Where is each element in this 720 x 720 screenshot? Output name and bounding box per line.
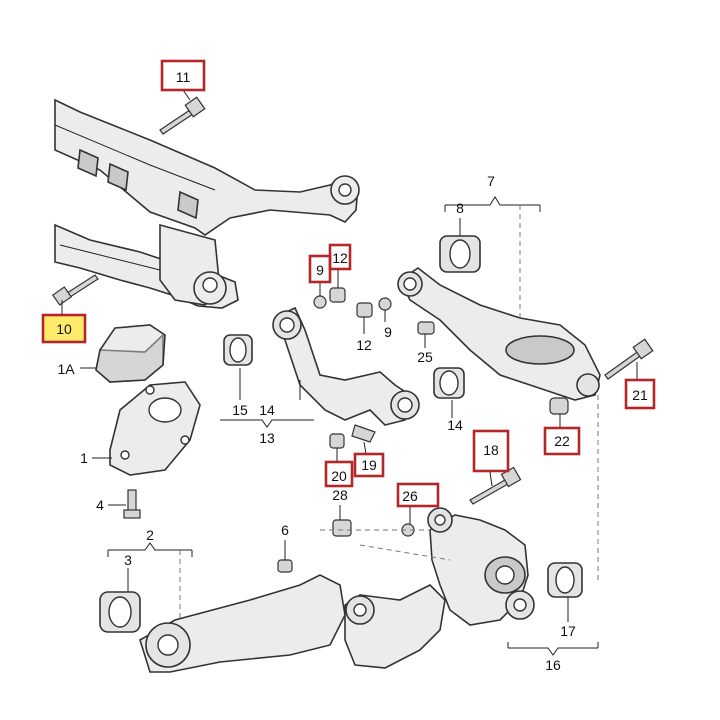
highlight-20: [324, 460, 354, 488]
bolt-4: [108, 489, 141, 519]
nut-22: [549, 397, 569, 428]
bolt-28: [332, 505, 352, 537]
label-13: 13: [259, 430, 275, 446]
highlight-10-fill: [43, 315, 85, 342]
lower-arm-2: [99, 542, 346, 673]
label-1: 1: [80, 450, 88, 466]
label-12-lower: 12: [356, 337, 372, 353]
label-22: 22: [554, 433, 570, 449]
bracket-1: [92, 381, 201, 476]
bolt-10: [51, 274, 99, 315]
label-26: 26: [402, 488, 418, 504]
label-14-right: 14: [447, 417, 463, 433]
bolt-6: [277, 540, 293, 573]
highlight-22: [543, 426, 581, 456]
label-17: 17: [560, 623, 576, 639]
label-21: 21: [632, 387, 648, 403]
bolt-11: [159, 89, 206, 135]
label-9-upper: 9: [316, 262, 324, 278]
clip-19: [351, 424, 376, 455]
label-9-lower: 9: [384, 324, 392, 340]
label-1a: 1A: [57, 361, 75, 377]
highlight-26: [396, 482, 440, 508]
highlight-boxes: [41, 59, 656, 508]
label-3: 3: [124, 552, 132, 568]
nut-20: [329, 433, 345, 462]
label-16: 16: [545, 657, 561, 673]
washer-9-lower: [378, 297, 392, 322]
upper-link-13: [220, 306, 465, 428]
label-25: 25: [417, 349, 433, 365]
bushing-17: [507, 395, 599, 656]
label-11: 11: [176, 69, 191, 85]
label-14-upper: 14: [259, 402, 275, 418]
label-4: 4: [96, 497, 104, 513]
wheel-carrier: [320, 505, 535, 626]
label-12-upper: 12: [332, 250, 348, 266]
highlight-12: [328, 243, 352, 271]
label-19: 19: [361, 457, 377, 473]
nut-12-upper: [329, 270, 346, 303]
highlight-21: [624, 378, 656, 410]
part-labels: 11 10 1A 1 4 2 3 6 9 12 12 9 25 15 14 13…: [56, 69, 648, 673]
washer-9-upper: [313, 282, 327, 309]
lower-link: [344, 584, 446, 669]
label-6: 6: [281, 522, 289, 538]
label-15: 15: [232, 402, 248, 418]
bolt-25: [417, 321, 435, 348]
bolt-18: [469, 466, 522, 505]
bolt-21: [604, 338, 654, 380]
highlight-19: [353, 452, 385, 478]
highlight-10: [41, 313, 87, 344]
label-28: 28: [332, 487, 348, 503]
label-10: 10: [56, 321, 72, 337]
highlight-18: [472, 429, 510, 473]
label-18: 18: [483, 442, 499, 458]
subframe: [54, 98, 360, 309]
label-7: 7: [487, 173, 495, 189]
trailing-arm-7: [397, 196, 601, 401]
mount-1a: [80, 324, 166, 383]
label-8: 8: [456, 200, 464, 216]
highlight-11: [160, 59, 206, 92]
label-20: 20: [331, 468, 347, 484]
nut-12-lower: [356, 302, 373, 334]
label-2: 2: [146, 527, 154, 543]
